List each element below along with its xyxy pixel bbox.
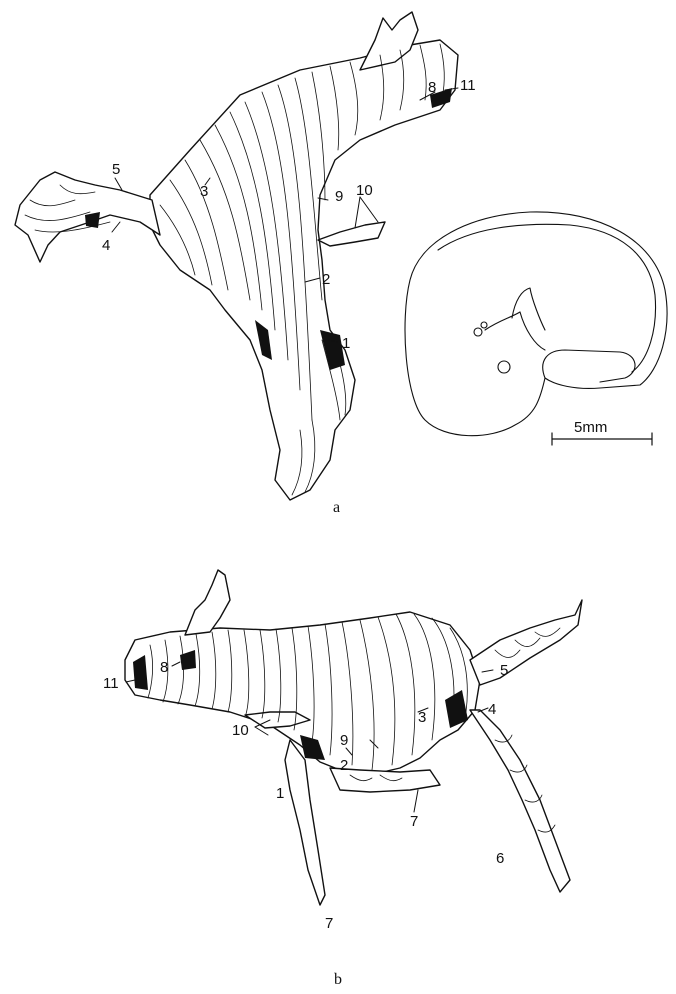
scale-bar-label: 5mm — [574, 419, 607, 436]
panel-a-label-1: 1 — [342, 335, 350, 352]
panel-b-label-11: 11 — [103, 675, 119, 692]
panel-b-label-8: 8 — [160, 659, 168, 676]
panel-b-label-2: 2 — [340, 757, 348, 774]
panel-a-embryo-inset — [405, 212, 667, 436]
panel-b-branch-6 — [470, 710, 570, 892]
panel-b-label-5: 5 — [500, 662, 508, 679]
panel-b-branch-5 — [470, 600, 582, 685]
panel-b-top-stalk — [185, 570, 230, 635]
panel-b-label-9: 9 — [340, 732, 348, 749]
panel-a-caption: a — [333, 499, 340, 516]
panel-a-label-11: 11 — [460, 77, 476, 94]
panel-a-branch-10 — [318, 222, 385, 246]
panel-a-specimen — [15, 12, 458, 500]
panel-a-label-5: 5 — [112, 161, 120, 178]
panel-b-down-stalk — [285, 740, 325, 905]
panel-b-label-4: 4 — [488, 701, 496, 718]
panel-a-label-9: 9 — [335, 188, 343, 205]
panel-b-label-7-bottom: 7 — [325, 915, 333, 932]
panel-b-label-10: 10 — [232, 722, 249, 739]
panel-b-trunk-body — [125, 612, 480, 775]
panel-b-label-1: 1 — [276, 785, 284, 802]
panel-b-label-3: 3 — [418, 709, 426, 726]
panel-a-label-8: 8 — [428, 79, 436, 96]
panel-b-label-6: 6 — [496, 850, 504, 867]
panel-a-label-10: 10 — [356, 182, 373, 199]
panel-b-specimen — [125, 570, 582, 905]
panel-a-label-4: 4 — [102, 237, 110, 254]
panel-b-caption: b — [334, 971, 342, 988]
panel-a-label-2: 2 — [322, 271, 330, 288]
panel-b-label-7-right: 7 — [410, 813, 418, 830]
panel-a-label-3: 3 — [200, 183, 208, 200]
